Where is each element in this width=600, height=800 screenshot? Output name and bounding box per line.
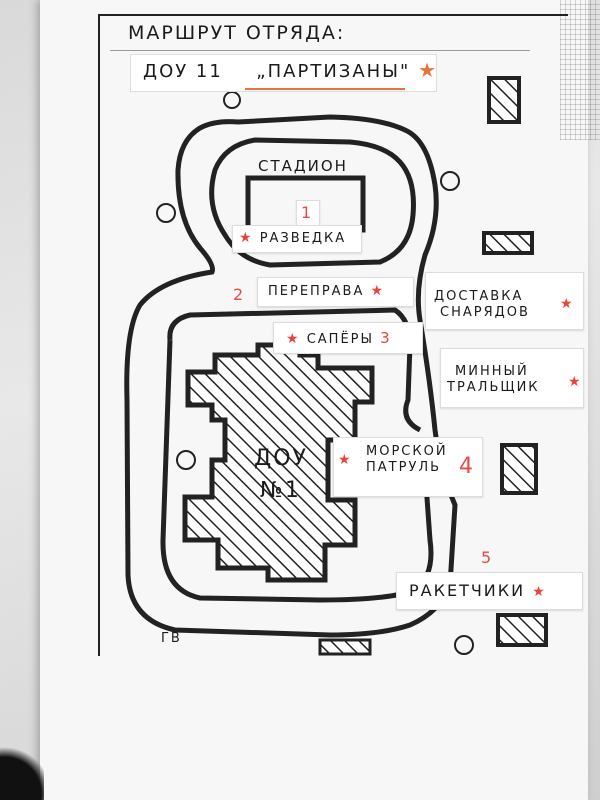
star-icon: ★ [418, 58, 439, 82]
station-7-card: ДОСТАВКА СНАРЯДОВ [425, 272, 584, 330]
star-icon: ★ [370, 283, 386, 299]
station-1-number: 1 [301, 203, 312, 222]
gv-label: ГВ [161, 631, 182, 646]
station-2-number: 2 [233, 285, 244, 304]
station-1-label: РАЗВЕДКА [259, 231, 347, 246]
tree-circle [454, 635, 474, 655]
road-outer-loop [124, 114, 458, 638]
star-icon: ★ [286, 331, 301, 347]
station-5-number: 5 [481, 548, 492, 567]
team-prefix: ДОУ 11 [143, 61, 223, 82]
station-3-card: ★ САПЁРЫ 3 [273, 322, 423, 354]
background-object [0, 740, 44, 800]
map-frame [98, 14, 568, 656]
tree-circle [156, 203, 176, 223]
station-6-label-line1: МИННЫЙ [455, 364, 529, 379]
garage-building [482, 231, 534, 255]
station-4-label-line2: ПАТРУЛЬ [366, 460, 442, 475]
star-icon: ★ [532, 584, 547, 600]
team-name-line: ДОУ 11 „ПАРТИЗАНЫ" ★ [143, 58, 438, 82]
station-4-card: МОРСКОЙ ПАТРУЛЬ [333, 437, 483, 497]
team-name: „ПАРТИЗАНЫ" [256, 61, 411, 82]
garage-building [496, 613, 548, 647]
title-divider [110, 50, 530, 51]
station-5-card: РАКЕТЧИКИ ★ [396, 572, 583, 610]
station-1-card: ★ РАЗВЕДКА [232, 225, 362, 253]
star-icon: ★ [560, 296, 573, 312]
team-name-underline [245, 88, 405, 90]
road-inner-loop [209, 137, 416, 268]
background-mesh [560, 0, 600, 140]
station-5-label: РАКЕТЧИКИ [409, 581, 526, 600]
station-6-label-line2: ТРАЛЬЩИК [447, 380, 540, 395]
garage-building [500, 443, 538, 495]
station-7-label-line1: ДОСТАВКА [434, 289, 524, 304]
station-2-card: ПЕРЕПРАВА ★ [257, 277, 414, 307]
team-card [130, 54, 437, 92]
tree-circle [223, 91, 241, 109]
station-6-card: МИННЫЙ ТРАЛЬЩИК [440, 348, 584, 408]
station-7-label-line2: СНАРЯДОВ [440, 305, 530, 320]
tree-circle [440, 171, 460, 191]
route-title: МАРШРУТ ОТРЯДА: [128, 22, 346, 44]
station-3-number: 3 [380, 329, 392, 347]
tree-circle [176, 450, 196, 470]
building-number: №1 [260, 478, 301, 503]
star-icon: ★ [338, 452, 351, 468]
station-1-number-card [296, 200, 320, 226]
star-icon: ★ [568, 374, 581, 390]
stadium-label: СТАДИОН [258, 157, 348, 175]
star-icon: ★ [239, 230, 254, 246]
station-4-label-line1: МОРСКОЙ [366, 444, 448, 459]
station-4-number: 4 [459, 454, 473, 479]
school-building [182, 342, 375, 583]
building-label: ДОУ [254, 446, 308, 471]
station-2-label: ПЕРЕПРАВА [268, 284, 365, 299]
gate-block [318, 638, 372, 656]
garage-building [487, 76, 521, 124]
station-3-label: САПЁРЫ [306, 332, 374, 347]
